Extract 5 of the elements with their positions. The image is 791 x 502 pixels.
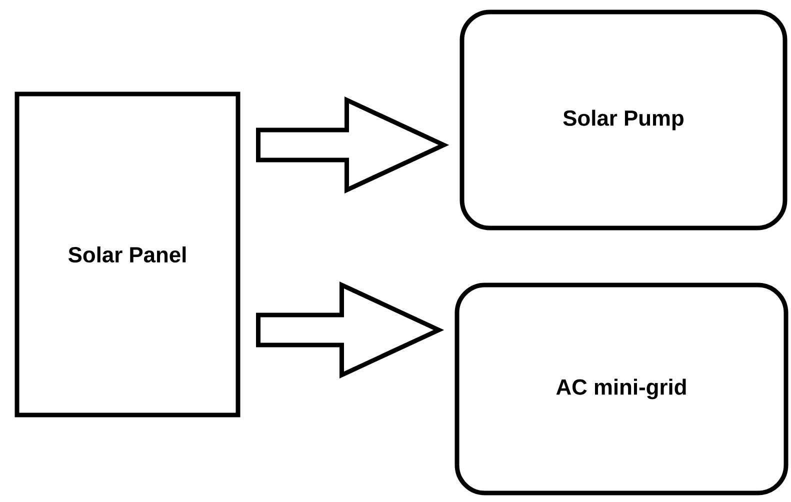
rounded-box: AC mini-grid [454,282,788,496]
block-arrow [256,281,444,378]
panel-box: Solar Panel [14,92,240,418]
block-arrow [256,96,450,194]
rounded-box: Solar Pump [460,10,788,230]
